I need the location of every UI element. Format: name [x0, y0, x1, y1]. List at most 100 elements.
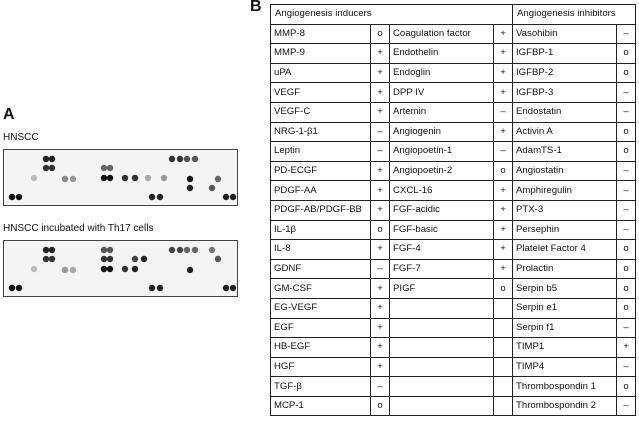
inhibitor-name: TIMP1 — [512, 337, 617, 358]
array-spot — [176, 246, 184, 254]
inhibitor-name: Serpin e1 — [512, 297, 617, 319]
inhibitor-mark: – — [616, 219, 636, 241]
inhibitor-name: Vasohibin — [512, 23, 617, 45]
array-spot — [42, 164, 50, 172]
inducer-col1-mark: + — [370, 160, 390, 182]
inducer-col1-name: MMP-8 — [270, 23, 371, 45]
inducer-col1-name: uPA — [270, 62, 371, 84]
inducer-col2-mark: + — [493, 180, 513, 201]
panel-a-letter: A — [3, 106, 15, 123]
inducer-col1-mark: + — [370, 239, 390, 260]
array-spot — [15, 284, 23, 292]
array-spot — [214, 175, 222, 183]
inducer-col1-name: GDNF — [270, 258, 371, 280]
inhibitor-name: AdamTS-1 — [512, 141, 617, 162]
inducer-col1-name: GM-CSF — [270, 278, 371, 299]
array-spots-top — [8, 155, 237, 201]
array-spot — [186, 266, 194, 274]
inducer-col2-name: Artemin — [389, 101, 494, 123]
inducer-col2-mark: + — [493, 43, 513, 64]
inducer-col1-name: IL-8 — [270, 239, 371, 260]
inducer-col2-name: DPP IV — [389, 82, 494, 103]
inducer-col1-name: VEGF — [270, 82, 371, 103]
array-spot — [69, 175, 77, 183]
inducer-col1-mark: + — [370, 101, 390, 123]
inhibitor-mark: – — [616, 199, 636, 221]
inducer-col2-mark: + — [493, 199, 513, 221]
array-spot — [121, 174, 129, 182]
array-spot — [156, 284, 164, 292]
inducer-col1-mark: + — [370, 297, 390, 319]
inhibitor-name: Activin A — [512, 121, 617, 143]
table-row: HGF+TIMP4– — [270, 356, 636, 378]
inducer-col1-mark: o — [370, 395, 390, 417]
array-spot — [48, 164, 56, 172]
array-spot — [168, 155, 176, 163]
inducer-col1-mark: + — [370, 199, 390, 221]
inducer-col1-name: MCP-1 — [270, 395, 371, 417]
inducer-col2-name: CXCL-16 — [389, 180, 494, 201]
inhibitor-mark: – — [616, 180, 636, 201]
inhibitor-mark: o — [616, 376, 636, 397]
array-spot — [168, 246, 176, 254]
inducer-col1-name: MMP-9 — [270, 43, 371, 64]
array-spot — [222, 193, 230, 201]
inducer-col1-name: TGF-β — [270, 376, 371, 397]
inducer-col1-mark: – — [370, 121, 390, 143]
inhibitor-name: Serpin f1 — [512, 317, 617, 339]
array-spot — [100, 174, 108, 182]
table-row: PDGF-AB/PDGF-BB+FGF-acidic+PTX-3– — [270, 199, 636, 221]
protein-array-hnscc — [3, 149, 238, 206]
array-spot — [144, 174, 152, 182]
inducer-col2-name — [389, 356, 494, 378]
array-spot — [106, 164, 114, 172]
inducer-col1-mark: + — [370, 82, 390, 103]
inducer-col1-mark: + — [370, 278, 390, 299]
inducer-col2-mark — [493, 317, 513, 339]
inducers-header: Angiogenesis inducers — [270, 4, 513, 25]
inhibitor-name: TIMP4 — [512, 356, 617, 378]
inhibitor-name: IGFBP-2 — [512, 62, 617, 84]
array-spot — [100, 255, 108, 263]
array-spot — [131, 255, 139, 263]
table-header-row: Angiogenesis inducers Angiogenesis inhib… — [270, 4, 636, 25]
inhibitor-mark: – — [616, 356, 636, 378]
inhibitor-name: Serpin b5 — [512, 278, 617, 299]
array-spot — [106, 265, 114, 273]
array-spot — [156, 193, 164, 201]
inducer-col2-name: FGF-7 — [389, 258, 494, 280]
array-spot — [8, 284, 16, 292]
array-spot — [160, 174, 168, 182]
protein-array-hnscc-th17 — [3, 240, 238, 297]
inhibitors-header: Angiogenesis inhibitors — [512, 4, 636, 25]
array-spot — [8, 193, 16, 201]
array-spot — [140, 255, 148, 263]
inducer-col1-mark: + — [370, 337, 390, 358]
inducer-col1-name: Leptin — [270, 141, 371, 162]
inducer-col2-mark: + — [493, 219, 513, 241]
array-spot — [131, 174, 139, 182]
array-spot — [222, 284, 230, 292]
inducer-col2-mark — [493, 337, 513, 358]
inducer-col2-mark: + — [493, 23, 513, 45]
array-spot — [42, 155, 50, 163]
inhibitor-mark: o — [616, 62, 636, 84]
inhibitor-name: Thrombospondin 2 — [512, 395, 617, 417]
array-spot — [48, 246, 56, 254]
inducer-col2-name: Angiopoetin-1 — [389, 141, 494, 162]
inducer-col2-name — [389, 317, 494, 339]
table-row: HB-EGF+TIMP1+ — [270, 337, 636, 358]
array-bottom-label: HNSCC incubated with Th17 cells — [3, 223, 154, 234]
array-spot — [229, 193, 237, 201]
array-spot — [183, 155, 191, 163]
array-spot — [106, 246, 114, 254]
inhibitor-mark: o — [616, 278, 636, 299]
table-row: VEGF+DPP IV+IGFBP-3– — [270, 82, 636, 103]
